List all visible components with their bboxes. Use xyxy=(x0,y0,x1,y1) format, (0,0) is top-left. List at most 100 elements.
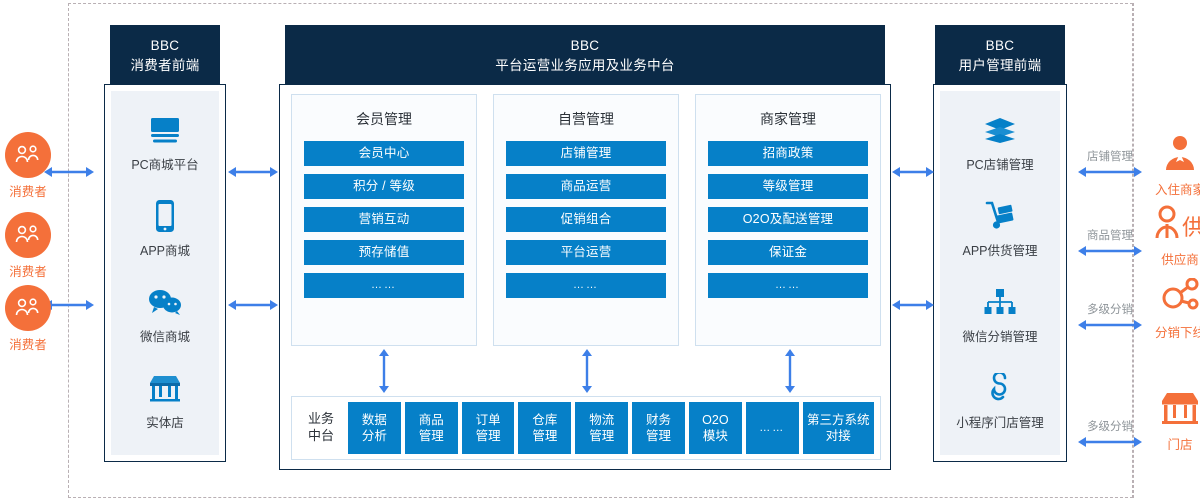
header-right-line1: BBC xyxy=(985,38,1015,54)
module-o2o[interactable]: O2O 模块 xyxy=(688,402,742,454)
midrow-label-line2: 中台 xyxy=(307,428,334,443)
channel-pc-mall[interactable]: PC商城平台 xyxy=(113,115,217,173)
module-data-analysis[interactable]: 数据 分析 xyxy=(348,402,401,454)
channel-mini-program-store-management-label: 小程序门店管理 xyxy=(956,416,1044,430)
mini-program-icon xyxy=(982,373,1018,403)
connector-multilevel-distribution-2: 多级分销 xyxy=(1073,418,1147,449)
business-middle-platform-row: 业务 中台 数据 分析 商品 管理 订单 管理 仓库 管理 物流 管理 财务 管… xyxy=(291,396,881,460)
monitor-icon xyxy=(147,115,183,145)
module-5-line2: 管理 xyxy=(646,429,672,443)
module-3-line2: 管理 xyxy=(532,429,558,443)
header-right-line2: 用户管理前端 xyxy=(958,58,1042,73)
chip-merchant-1[interactable]: 等级管理 xyxy=(708,174,868,199)
module-4-line2: 管理 xyxy=(589,429,615,443)
module-logistics-management[interactable]: 物流 管理 xyxy=(575,402,629,454)
chip-member-2[interactable]: 营销互动 xyxy=(304,207,464,232)
module-2-line2: 管理 xyxy=(475,429,501,443)
connector-arrow-vertical-3 xyxy=(783,349,797,393)
chip-member-4[interactable]: …… xyxy=(304,273,464,298)
connector-multilevel-distribution-2-label: 多级分销 xyxy=(1087,421,1133,433)
actor-consumer-3: 消费者 xyxy=(0,285,56,353)
business-middle-platform-label: 业务 中台 xyxy=(298,411,344,445)
module-warehouse-management[interactable]: 仓库 管理 xyxy=(518,402,572,454)
chip-member-3[interactable]: 预存储值 xyxy=(304,240,464,265)
management-subpanels: 会员管理 会员中心 积分 / 等级 营销互动 预存储值 …… 自营管理 店铺管理… xyxy=(291,94,881,346)
merchant-person-icon xyxy=(1163,135,1197,176)
subpanel-member-management: 会员管理 会员中心 积分 / 等级 营销互动 预存储值 …… xyxy=(291,94,477,346)
module-1-line1: 商品 xyxy=(418,413,444,427)
channel-physical-store-label: 实体店 xyxy=(146,416,184,430)
actor-consumer-1: 消费者 xyxy=(0,132,56,200)
module-product-management[interactable]: 商品 管理 xyxy=(404,402,458,454)
channel-wechat-distribution-management[interactable]: 微信分销管理 xyxy=(942,287,1058,345)
chip-merchant-0[interactable]: 招商政策 xyxy=(708,141,868,166)
channel-pc-shop-management-label: PC店铺管理 xyxy=(966,158,1034,172)
subpanel-title-2: 商家管理 xyxy=(760,111,816,127)
actor-resident-merchant-label: 入住商家 xyxy=(1154,183,1200,197)
arrow-consumer-1 xyxy=(44,165,94,179)
channel-app-supply-management[interactable]: APP供货管理 xyxy=(942,201,1058,259)
header-platform-operations: BBC 平台运营业务应用及业务中台 xyxy=(285,25,885,87)
left-boundary-dash xyxy=(68,3,69,498)
chip-self-0[interactable]: 店铺管理 xyxy=(506,141,666,166)
module-more[interactable]: …… xyxy=(745,402,799,454)
connector-arrow-vertical-1 xyxy=(377,349,391,393)
actor-consumer-3-label: 消费者 xyxy=(9,338,47,352)
chip-self-2[interactable]: 促销组合 xyxy=(506,207,666,232)
module-6-line1: O2O xyxy=(702,413,729,427)
connector-multilevel-distribution-1: 多级分销 xyxy=(1073,301,1147,332)
module-8-line2: 对接 xyxy=(825,429,851,443)
chip-self-1[interactable]: 商品运营 xyxy=(506,174,666,199)
header-user-management-frontend: BBC 用户管理前端 xyxy=(935,25,1065,87)
channel-mini-program-store-management[interactable]: 小程序门店管理 xyxy=(942,373,1058,431)
storefront-icon xyxy=(147,373,183,403)
chip-merchant-3[interactable]: 保证金 xyxy=(708,240,868,265)
actor-consumer-2-label: 消费者 xyxy=(9,265,47,279)
hand-truck-icon xyxy=(982,201,1018,231)
user-management-frontend-panel: PC店铺管理 APP供货管理 xyxy=(933,84,1067,462)
actor-supplier: 供 供应商 xyxy=(1152,205,1200,268)
actor-store: 门店 xyxy=(1152,390,1200,453)
midrow-label-line1: 业务 xyxy=(307,411,334,427)
arrow-platform-to-usermgmt-1 xyxy=(892,165,934,179)
connector-shop-management-label: 店铺管理 xyxy=(1087,151,1133,163)
supplier-person-icon: 供 xyxy=(1154,205,1200,246)
arrow-platform-to-usermgmt-2 xyxy=(892,298,934,312)
module-order-management[interactable]: 订单 管理 xyxy=(461,402,515,454)
chip-self-3[interactable]: 平台运营 xyxy=(506,240,666,265)
header-center-line1: BBC xyxy=(570,38,600,54)
channel-wechat-mall[interactable]: 微信商城 xyxy=(113,287,217,345)
chip-merchant-4[interactable]: …… xyxy=(708,273,868,298)
chip-member-1[interactable]: 积分 / 等级 xyxy=(304,174,464,199)
channel-physical-store[interactable]: 实体店 xyxy=(113,373,217,431)
module-finance-management[interactable]: 财务 管理 xyxy=(632,402,685,454)
channel-app-supply-management-label: APP供货管理 xyxy=(962,244,1038,258)
header-center-line2: 平台运营业务应用及业务中台 xyxy=(495,58,675,73)
actor-consumer-2: 消费者 xyxy=(0,212,56,280)
module-third-party-integration[interactable]: 第三方系统 对接 xyxy=(802,402,874,454)
users-group-icon xyxy=(5,212,51,258)
channel-wechat-distribution-management-label: 微信分销管理 xyxy=(962,330,1038,344)
arrow-consumer-to-platform-1 xyxy=(228,165,278,179)
subpanel-merchant-management: 商家管理 招商政策 等级管理 O2O及配送管理 保证金 …… xyxy=(695,94,881,346)
module-5-line1: 财务 xyxy=(646,413,672,427)
user-management-panel-inner: PC店铺管理 APP供货管理 xyxy=(940,91,1060,455)
connector-product-management-label: 商品管理 xyxy=(1087,230,1133,242)
channel-app-mall[interactable]: APP商城 xyxy=(113,200,217,259)
channel-pc-shop-management[interactable]: PC店铺管理 xyxy=(942,115,1058,173)
mobile-phone-icon xyxy=(147,200,183,232)
module-7-line1: …… xyxy=(759,421,786,434)
channel-wechat-mall-label: 微信商城 xyxy=(139,330,190,344)
channel-app-mall-label: APP商城 xyxy=(139,244,190,258)
chip-self-4[interactable]: …… xyxy=(506,273,666,298)
module-6-line2: 模块 xyxy=(702,429,728,443)
arrow-consumer-to-platform-2 xyxy=(228,298,278,312)
header-left-line2: 消费者前端 xyxy=(130,58,200,73)
chip-member-0[interactable]: 会员中心 xyxy=(304,141,464,166)
module-4-line1: 物流 xyxy=(589,413,615,427)
share-network-icon xyxy=(1159,277,1200,319)
consumer-channel-list: PC商城平台 APP商城 xyxy=(111,91,219,455)
storefront-icon xyxy=(1159,390,1200,431)
chip-merchant-2[interactable]: O2O及配送管理 xyxy=(708,207,868,232)
